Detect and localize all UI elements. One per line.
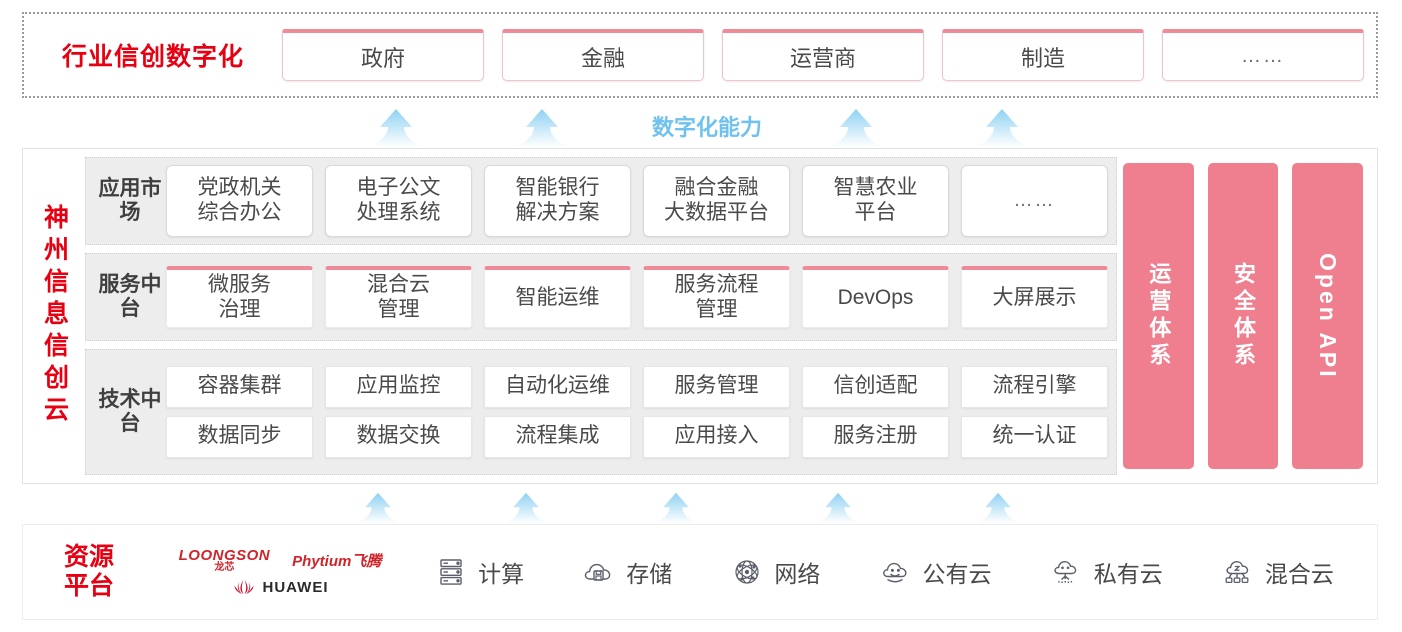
tech-card-data-sync[interactable]: 数据同步 [166,415,313,458]
up-arrow-icon [352,492,404,524]
capability-label: 数字化能力 [652,115,763,140]
resource-item-hybrid-cloud[interactable]: 混合云 [1221,555,1334,589]
svc-card-devops[interactable]: DevOps [802,265,949,328]
huawei-logo-text: HUAWEI [262,579,329,596]
up-arrow-icon [500,492,552,524]
tech-card-xinchuang-adaptation[interactable]: 信创适配 [802,365,949,408]
industry-card-finance[interactable]: 金融 [502,29,704,81]
up-arrow-icon [650,492,702,524]
network-mesh-icon [730,555,764,589]
public-cloud-icon [879,555,913,589]
tech-platform-card-grid: 容器集群 应用监控 自动化运维 服务管理 信创适配 流程引擎 数据同步 数据交换… [166,365,1108,458]
tech-card-automated-ops[interactable]: 自动化运维 [484,365,631,408]
resource-item-private-cloud[interactable]: 私有云 [1050,555,1163,589]
huawei-petal-icon [232,579,256,596]
vendor-logo-row: LOONGSON 龙芯 Phytium飞腾 [179,548,382,573]
layer-service-platform: 服务中台 微服务治理 混合云管理 智能运维 服务流程管理 DevOps 大屏展示 [85,252,1117,341]
loongson-logo-text-cn: 龙芯 [214,562,235,573]
tech-card-app-monitoring[interactable]: 应用监控 [325,365,472,408]
up-arrow-icon [812,492,864,524]
resource-item-label: 计算 [478,561,525,587]
app-card-e-document[interactable]: 电子公文处理系统 [325,164,472,237]
layer-label-tech-platform: 技术中台 [98,387,162,435]
tech-card-process-integration[interactable]: 流程集成 [484,415,631,458]
resource-item-compute[interactable]: 计算 [434,555,524,589]
capability-arrow-band-top: 数字化能力 [22,104,1378,148]
cloud-brand-column: 神州信息信创云 [23,149,85,483]
app-market-card-list: 党政机关综合办公 电子公文处理系统 智能银行解决方案 融合金融大数据平台 智慧农… [166,158,1108,244]
tech-card-service-registry[interactable]: 服务注册 [802,415,949,458]
industry-card-list: 政府 金融 运营商 制造 …… [282,29,1376,81]
cloud-storage-icon [582,555,616,589]
pillar-label: 安全体系 [1231,262,1256,370]
up-arrow-icon [370,108,422,148]
industry-card-government[interactable]: 政府 [282,29,484,81]
loongson-logo: LOONGSON 龙芯 [179,548,271,573]
resource-item-storage[interactable]: 存储 [582,555,672,589]
layer-tech-platform: 技术中台 容器集群 应用监控 自动化运维 服务管理 信创适配 流程引擎 数据同步… [85,348,1117,475]
tech-card-app-access[interactable]: 应用接入 [643,415,790,458]
vendor-logo-row: HUAWEI [232,579,329,596]
industry-card-telecom[interactable]: 运营商 [722,29,924,81]
app-card-smart-bank[interactable]: 智能银行解决方案 [484,164,631,237]
tech-platform-row: 数据同步 数据交换 流程集成 应用接入 服务注册 统一认证 [166,415,1108,458]
app-card-finance-bigdata[interactable]: 融合金融大数据平台 [643,164,790,237]
layer-app-market: 应用市场 党政机关综合办公 电子公文处理系统 智能银行解决方案 融合金融大数据平… [85,157,1117,245]
resource-item-label: 私有云 [1093,561,1163,587]
pillar-open-api[interactable]: Open API [1292,163,1364,469]
huawei-logo: HUAWEI [232,579,329,596]
pillar-security-system[interactable]: 安全体系 [1207,163,1279,469]
svc-card-microservice-governance[interactable]: 微服务治理 [166,265,313,328]
tech-card-container-cluster[interactable]: 容器集群 [166,365,313,408]
resource-item-label: 存储 [626,561,673,587]
cloud-panel: 神州信息信创云 应用市场 党政机关综合办公 电子公文处理系统 智能银行解决方案 … [22,148,1378,484]
industry-card-more[interactable]: …… [1162,29,1364,81]
svc-card-service-process-mgmt[interactable]: 服务流程管理 [643,265,790,328]
app-card-gov-office[interactable]: 党政机关综合办公 [166,164,313,237]
app-card-smart-agriculture[interactable]: 智慧农业平台 [802,164,949,237]
resource-platform-panel: 资源平台 LOONGSON 龙芯 Phytium飞腾 [22,524,1378,620]
tech-card-service-mgmt[interactable]: 服务管理 [643,365,790,408]
industry-band: 行业信创数字化 政府 金融 运营商 制造 …… [22,12,1378,98]
industry-band-title: 行业信创数字化 [61,43,244,71]
up-arrow-icon [516,108,568,148]
pillar-label: Open API [1315,252,1342,380]
private-cloud-icon [1050,555,1084,589]
loongson-logo-text: LOONGSON [178,547,271,564]
capability-arrow-band-bottom [22,488,1378,524]
tech-card-data-exchange[interactable]: 数据交换 [325,415,472,458]
svc-card-smart-ops[interactable]: 智能运维 [484,265,631,328]
tech-card-unified-auth[interactable]: 统一认证 [961,415,1108,458]
pillar-operations-system[interactable]: 运营体系 [1123,163,1194,469]
layer-label-app-market: 应用市场 [98,176,162,224]
up-arrow-icon [972,492,1024,524]
resource-item-network[interactable]: 网络 [730,555,820,589]
vendor-logo-group: LOONGSON 龙芯 Phytium飞腾 [155,548,405,596]
tech-platform-row: 容器集群 应用监控 自动化运维 服务管理 信创适配 流程引擎 [166,365,1108,408]
app-card-more[interactable]: …… [961,164,1108,237]
svc-card-hybrid-cloud-mgmt[interactable]: 混合云管理 [325,265,472,328]
resource-item-label: 公有云 [922,561,992,587]
resource-platform-title: 资源平台 [63,542,114,601]
cloud-pillar-list: 运营体系 安全体系 Open API [1123,149,1377,483]
cloud-layers: 应用市场 党政机关综合办公 电子公文处理系统 智能银行解决方案 融合金融大数据平… [85,149,1123,483]
up-arrow-icon [976,108,1028,148]
up-arrow-icon [830,108,882,148]
phytium-logo: Phytium飞腾 [292,553,382,570]
service-platform-card-list: 微服务治理 混合云管理 智能运维 服务流程管理 DevOps 大屏展示 [166,254,1108,340]
svc-card-big-screen-display[interactable]: 大屏展示 [961,265,1108,328]
tech-card-process-engine[interactable]: 流程引擎 [961,365,1108,408]
pillar-label: 运营体系 [1146,262,1172,370]
resource-item-label: 网络 [774,561,821,587]
resource-item-public-cloud[interactable]: 公有云 [879,555,992,589]
resource-item-list: 计算 存储 [405,555,1377,589]
industry-card-manufacturing[interactable]: 制造 [942,29,1144,81]
layer-label-service-platform: 服务中台 [98,272,162,320]
hybrid-cloud-icon [1221,555,1255,589]
server-rack-icon [434,555,468,589]
cloud-brand-title: 神州信息信创云 [40,204,69,428]
resource-item-label: 混合云 [1264,561,1334,587]
